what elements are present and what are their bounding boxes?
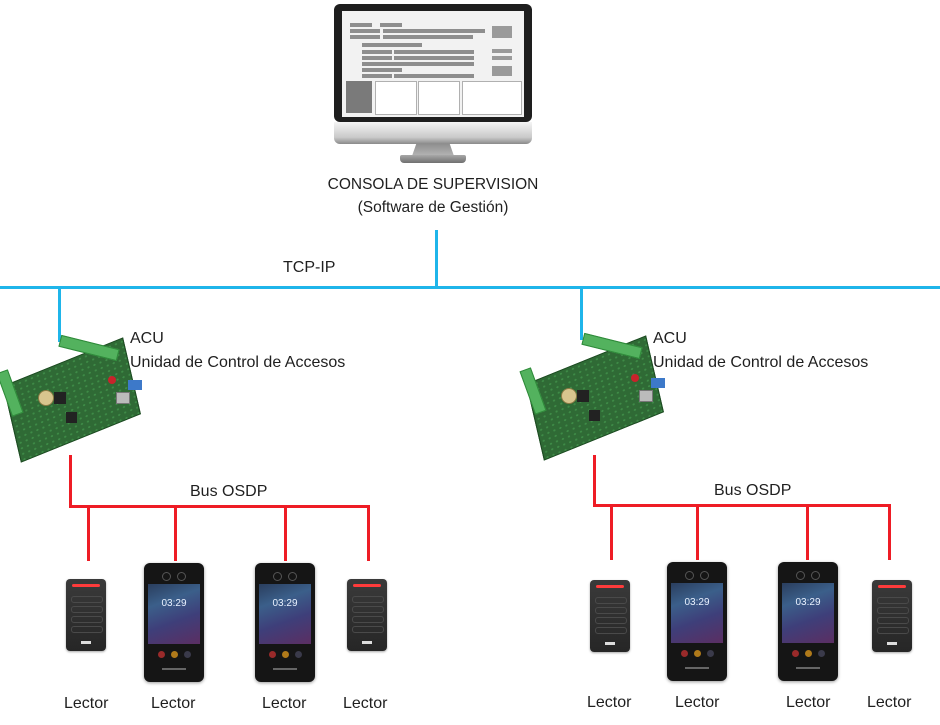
screen-bar [350,23,372,27]
chip [54,392,66,404]
osdp-bus-1-line [69,505,370,508]
red-component [631,374,639,382]
reader-label: Lector [262,695,307,712]
bus-drop [284,505,287,561]
screen-bar [380,23,402,27]
coin-battery [38,390,54,406]
face-terminal-icon: 03:29 [255,563,315,682]
acu-1-network-drop [58,286,61,342]
keypad-reader-icon [872,580,912,652]
osdp-bus-2-line [593,504,891,507]
bus-drop [806,504,809,560]
chip [589,410,600,421]
monitor-chin [334,122,532,144]
terminal-screen: 03:29 [671,583,723,643]
signature-icon [462,81,522,115]
led-strip [353,584,381,587]
acu-2-title: ACU [653,330,687,347]
terminal-clock: 03:29 [272,598,298,609]
terminal-screen: 03:29 [148,584,200,644]
keypad-reader-icon [66,579,106,651]
bus-drop [174,505,177,561]
screen-block [492,56,512,60]
screen-bar [350,35,380,39]
screen-bar [362,56,392,60]
acu-2-network-drop [580,286,583,340]
reader-label: Lector [343,695,388,712]
acu-2-bus-riser [593,455,596,506]
keypad-reader-icon [590,580,630,652]
chip [66,412,77,423]
osdp-bus-1-label: Bus OSDP [190,483,268,500]
monitor-stand [412,144,454,156]
monitor-bezel [334,4,532,122]
bus-drop [888,504,891,560]
screen-bar [362,74,392,78]
face-terminal-icon: 03:29 [144,563,204,682]
terminal-clock: 03:29 [684,597,710,608]
tcp-ip-network-line [0,286,940,289]
blue-connector [651,378,665,388]
id-card-icon [418,81,460,115]
bus-drop [87,505,90,561]
acu-1-title: ACU [130,330,164,347]
screen-bar [383,29,485,33]
screen-bar [350,29,380,33]
screen-bar [362,43,422,47]
access-control-board-icon [0,334,146,463]
screen-block [492,49,512,53]
id-card-icon [375,81,417,115]
keypad-reader-icon [347,579,387,651]
reader-label: Lector [587,694,632,711]
terminal-screen: 03:29 [259,584,311,644]
led-strip [72,584,100,587]
screen-bar [362,62,474,66]
blue-connector [128,380,142,390]
tcp-ip-label: TCP-IP [283,259,336,276]
ethernet-port [639,390,653,402]
person-photo-icon [346,81,372,113]
red-component [108,376,116,384]
acu-1-subtitle: Unidad de Control de Accesos [130,354,346,371]
bus-drop [367,505,370,561]
osdp-bus-2-label: Bus OSDP [714,482,792,499]
terminal-clock: 03:29 [161,598,187,609]
coin-battery [561,388,577,404]
monitor-base [400,155,466,163]
access-control-board-icon [519,332,669,461]
acu-1-bus-riser [69,455,72,507]
ethernet-port [116,392,130,404]
acu-2-subtitle: Unidad de Control de Accesos [653,354,869,371]
face-terminal-icon: 03:29 [667,562,727,681]
screen-bar [394,74,474,78]
reader-label: Lector [64,695,109,712]
screen-bar [394,50,474,54]
console-title: CONSOLA DE SUPERVISION [327,176,539,193]
terminal-screen: 03:29 [782,583,834,643]
led-strip [596,585,624,588]
chip [577,390,589,402]
screen-bar [362,68,402,72]
face-terminal-icon: 03:29 [778,562,838,681]
monitor-icon [334,4,532,166]
bus-drop [696,504,699,560]
console-subtitle: (Software de Gestión) [357,199,509,216]
reader-label: Lector [867,694,912,711]
screen-bar [362,50,392,54]
screen-block [492,26,512,38]
led-strip [878,585,906,588]
screen-bar [383,35,473,39]
reader-label: Lector [151,695,196,712]
reader-label: Lector [786,694,831,711]
reader-label: Lector [675,694,720,711]
monitor-screen [342,11,524,117]
terminal-clock: 03:29 [795,597,821,608]
bus-drop [610,504,613,560]
screen-bar [394,56,474,60]
console-uplink-line [435,230,438,288]
screen-block [492,66,512,76]
